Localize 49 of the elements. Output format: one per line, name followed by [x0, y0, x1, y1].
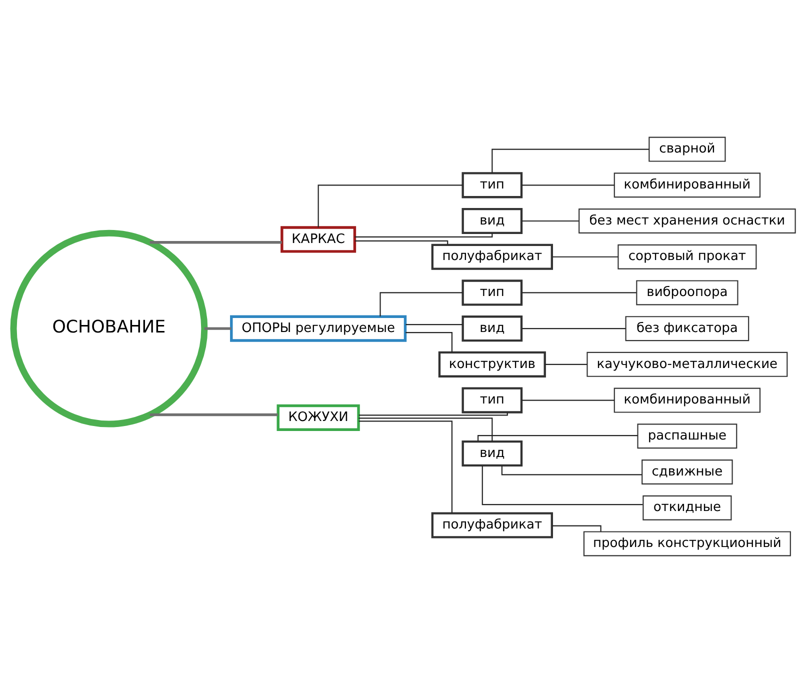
- connector: [521, 220, 578, 222]
- node-box: распашные: [636, 424, 737, 449]
- connector: [521, 400, 614, 401]
- connector: [358, 418, 492, 442]
- connector: [358, 412, 508, 416]
- node-box: вид: [461, 316, 522, 342]
- connector: [521, 328, 626, 330]
- node-box: тип: [461, 280, 522, 306]
- node-box: полуфабрикат: [430, 512, 552, 538]
- connector: [491, 148, 649, 174]
- node-box: КАРКАС: [280, 226, 356, 253]
- node-box: сварной: [648, 136, 726, 162]
- connector: [354, 240, 448, 245]
- connector: [354, 233, 492, 238]
- node-box: вид: [461, 208, 522, 234]
- connector: [544, 364, 587, 365]
- node-box: без фиксатора: [624, 316, 749, 342]
- connector: [521, 184, 614, 186]
- node-box: сдвижные: [641, 460, 732, 484]
- node-box: комбинированный: [613, 388, 760, 413]
- node-box: откидные: [642, 495, 732, 520]
- node-box: полуфабрикат: [430, 244, 552, 270]
- connector: [481, 466, 642, 506]
- node-box: каучуково-металлические: [586, 352, 788, 377]
- node-box: ОПОРЫ регулируемые: [230, 315, 406, 342]
- node-box: КОЖУХИ: [276, 404, 360, 431]
- connector: [552, 525, 601, 532]
- connector: [149, 241, 282, 244]
- connector: [405, 324, 462, 326]
- connector: [552, 256, 618, 258]
- connector: [204, 327, 231, 330]
- node-box: без мест хранения оснастки: [578, 208, 796, 234]
- connector: [500, 466, 642, 476]
- node-box: тип: [461, 172, 522, 198]
- node-box: вид: [461, 440, 522, 467]
- node-box: профиль конструкционный: [582, 531, 790, 556]
- node-box: комбинированный: [613, 172, 760, 198]
- node-circle: ОСНОВАНИЕ: [10, 230, 208, 428]
- node-box: конструктив: [438, 351, 546, 378]
- node-box: сортовый прокат: [617, 244, 756, 270]
- node-box: тип: [461, 387, 522, 414]
- connector: [379, 292, 462, 316]
- connector: [521, 292, 636, 294]
- connector: [405, 332, 452, 352]
- connector: [317, 184, 462, 228]
- connector: [358, 420, 452, 513]
- connector: [149, 413, 278, 416]
- connector: [477, 435, 638, 442]
- node-box: виброопора: [636, 280, 738, 306]
